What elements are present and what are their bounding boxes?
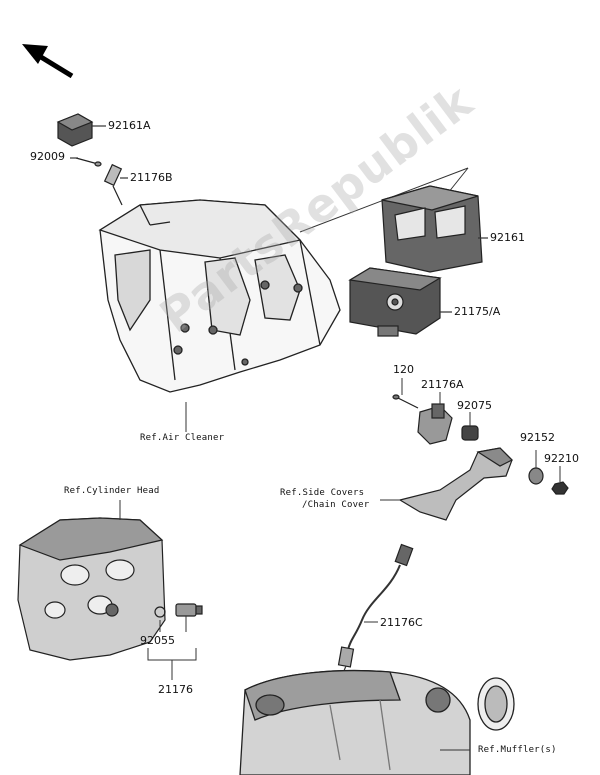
nut-92210-drawing — [551, 466, 569, 495]
air-cleaner-housing-drawing — [98, 199, 341, 432]
label-92009: 92009 — [30, 150, 65, 163]
label-21175A: 21175/A — [454, 305, 501, 318]
rubber-cap-92161A-drawing — [56, 113, 106, 147]
label-21176: 21176 — [158, 683, 193, 696]
label-92152: 92152 — [520, 431, 555, 444]
ref-chain-cover: /Chain Cover — [302, 500, 370, 510]
label-92055: 92055 — [140, 634, 175, 647]
label-92161A: 92161A — [108, 119, 151, 132]
ref-muffler: Ref.Muffler(s) — [478, 745, 557, 755]
muffler-drawing — [239, 669, 515, 775]
ecu-21175A-drawing — [348, 267, 452, 337]
front-direction-arrow-icon — [22, 44, 74, 79]
label-92210: 92210 — [544, 452, 579, 465]
bolt-120-drawing — [392, 378, 419, 409]
label-21176B: 21176B — [130, 171, 173, 184]
label-21176A: 21176A — [421, 378, 464, 391]
oxygen-sensor-21176C-drawing — [337, 543, 414, 681]
sensor-21176A-drawing — [417, 392, 453, 445]
label-21176C: 21176C — [380, 616, 423, 629]
bracket-drawing — [380, 447, 514, 521]
cover-92161-drawing — [381, 185, 488, 273]
collar-92152-drawing — [528, 450, 544, 485]
sensor-21176-drawing — [175, 603, 203, 632]
sensor-21176B-drawing — [103, 163, 128, 206]
label-92161: 92161 — [490, 231, 525, 244]
label-92075: 92075 — [457, 399, 492, 412]
damper-92075-drawing — [461, 412, 479, 441]
ref-air-cleaner: Ref.Air Cleaner — [140, 433, 225, 443]
screw-92009-drawing — [70, 157, 102, 167]
oring-92055-drawing — [154, 606, 166, 632]
cylinder-head-drawing — [17, 500, 166, 661]
label-120: 120 — [393, 363, 414, 376]
ref-side-covers: Ref.Side Covers — [280, 488, 365, 498]
ref-cylinder-head: Ref.Cylinder Head — [64, 486, 160, 496]
